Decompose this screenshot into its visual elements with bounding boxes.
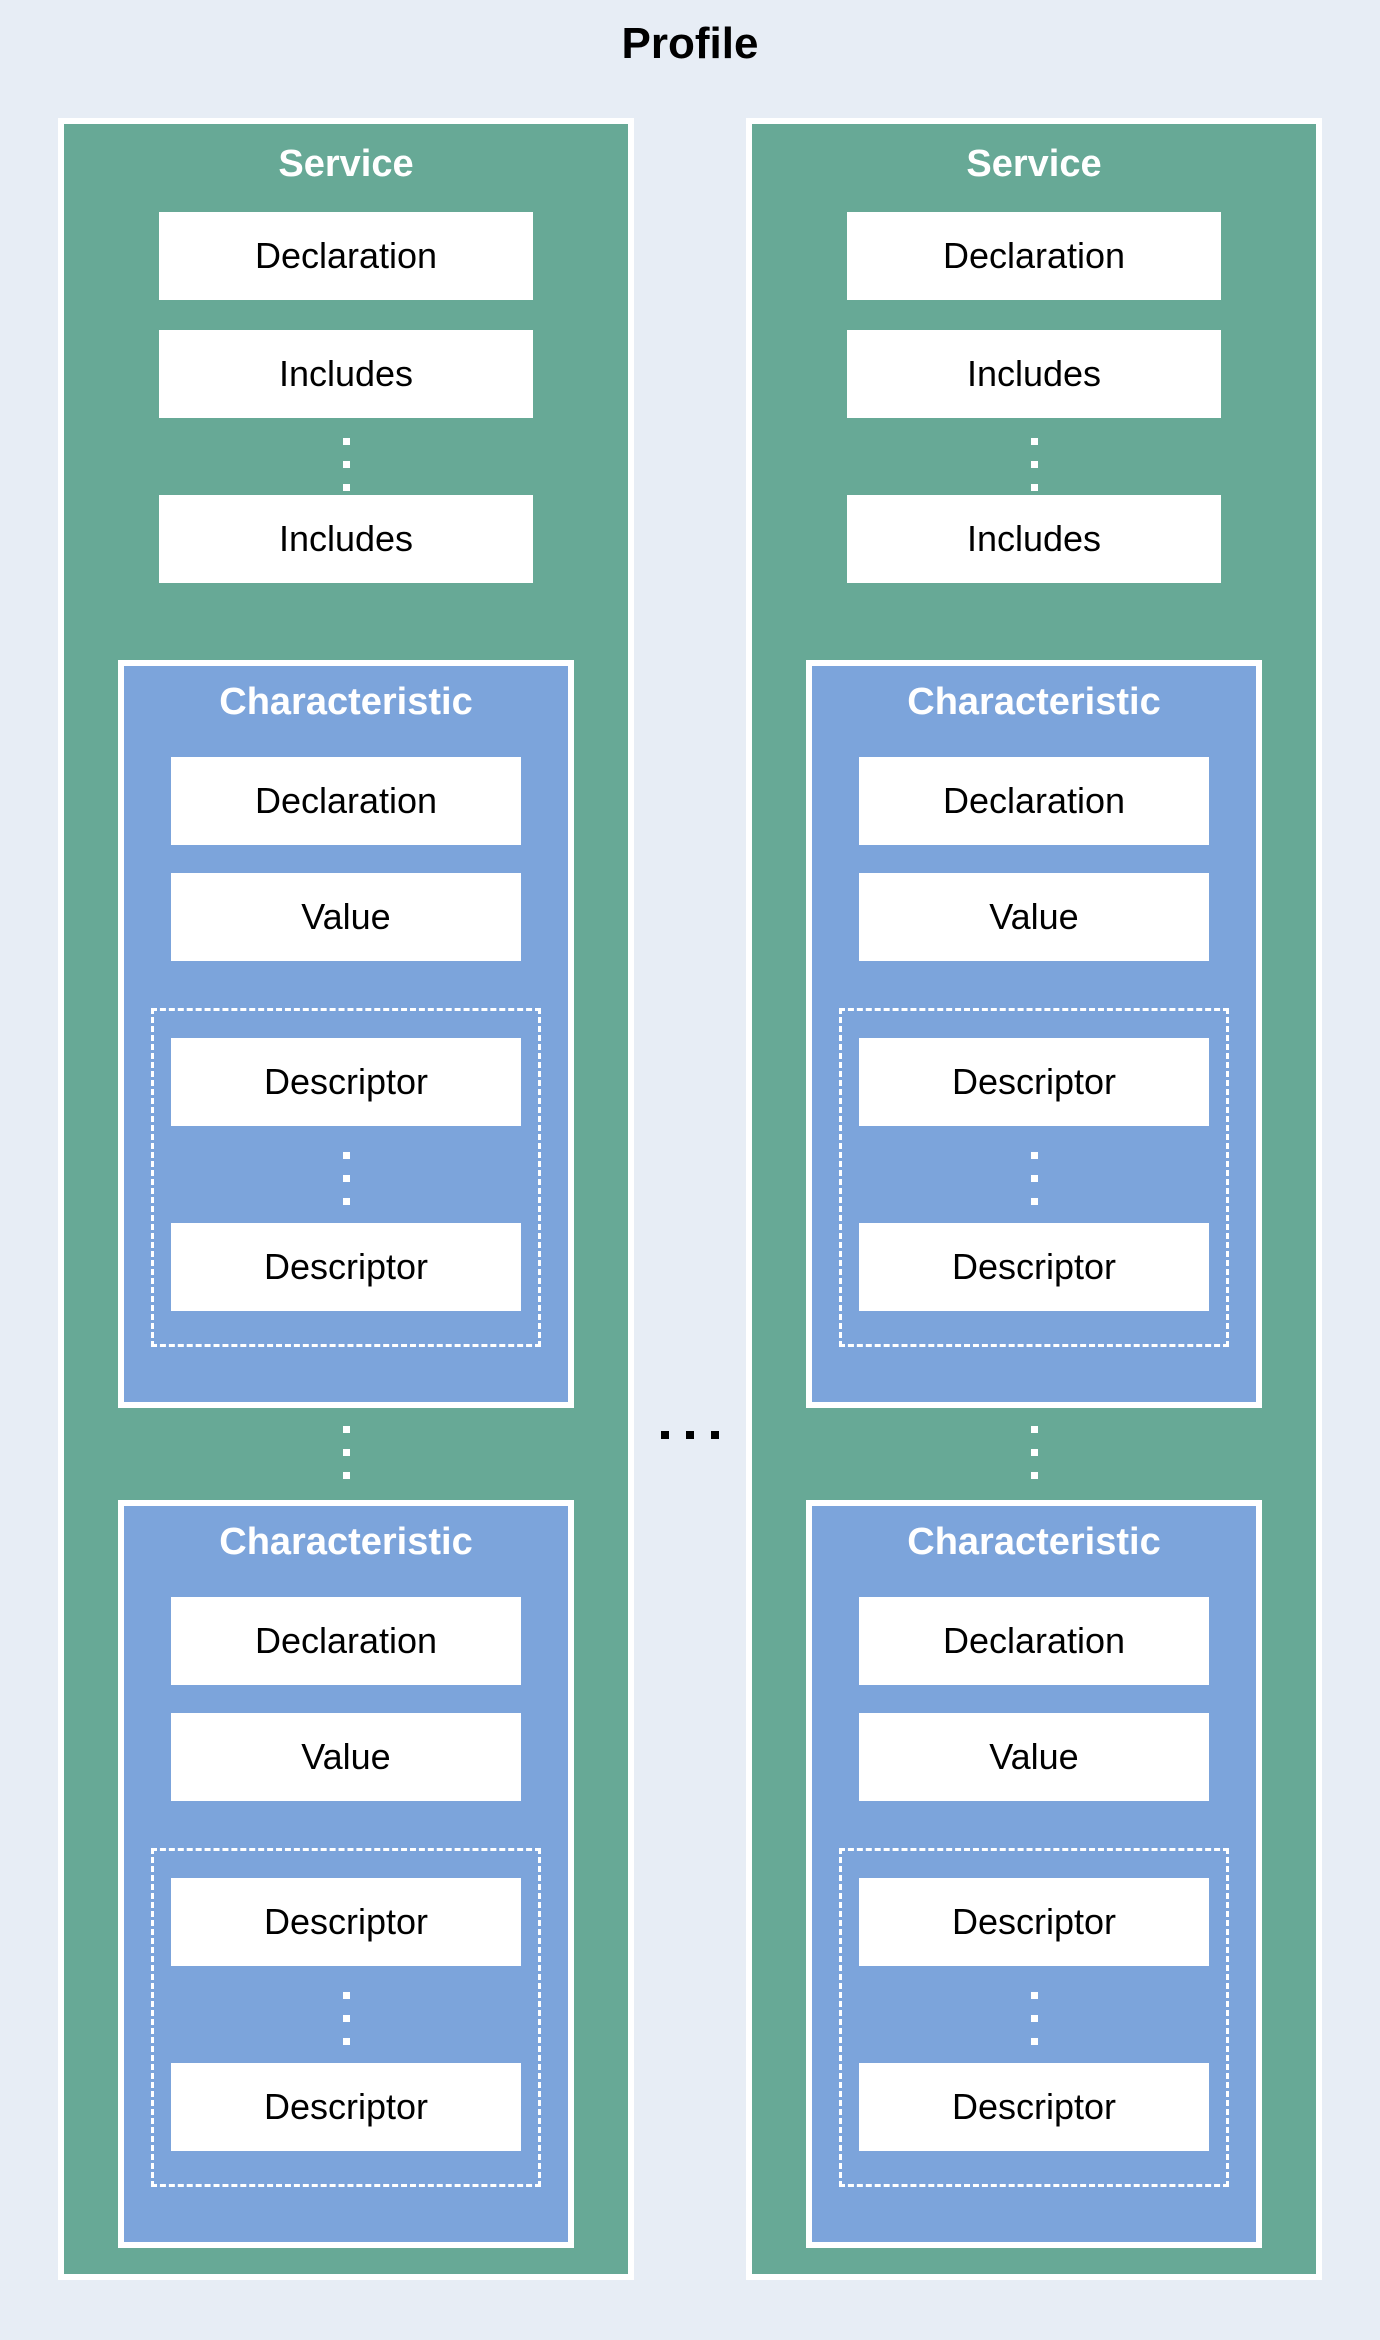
dot (1030, 461, 1038, 468)
dot (1030, 1152, 1038, 1159)
service-includes-node: Includes (159, 330, 533, 418)
characteristics-vertical-ellipsis-icon (64, 1426, 628, 1479)
descriptor-group: Descriptor Descriptor (839, 1008, 1229, 1347)
descriptor-group: Descriptor Descriptor (151, 1848, 541, 2187)
page-title: Profile (621, 19, 759, 68)
includes-vertical-ellipsis-icon (752, 438, 1316, 491)
descriptor-node: Descriptor (171, 1038, 521, 1126)
characteristic-declaration-node: Declaration (859, 757, 1209, 845)
services-horizontal-ellipsis-icon (661, 1431, 719, 1439)
dot (342, 2038, 350, 2045)
service-panel-1: Service Declaration Includes Includes Ch… (58, 118, 634, 2280)
descriptor-node: Descriptor (171, 1223, 521, 1311)
service-declaration-node: Declaration (847, 212, 1221, 300)
descriptor-node: Descriptor (171, 2063, 521, 2151)
includes-vertical-ellipsis-icon (64, 438, 628, 491)
dot (1030, 1198, 1038, 1205)
characteristic-panel: Characteristic Declaration Value Descrip… (806, 660, 1262, 1408)
dot (1030, 2015, 1038, 2022)
dot (342, 2015, 350, 2022)
dot (1030, 1472, 1038, 1479)
service-title: Service (966, 143, 1102, 185)
characteristic-panel: Characteristic Declaration Value Descrip… (118, 660, 574, 1408)
dot (342, 484, 350, 491)
characteristic-declaration-node: Declaration (171, 1597, 521, 1685)
dot (342, 1175, 350, 1182)
dot (342, 1198, 350, 1205)
service-declaration-node: Declaration (159, 212, 533, 300)
dot (711, 1431, 719, 1439)
dot (342, 1152, 350, 1159)
descriptor-node: Descriptor (859, 2063, 1209, 2151)
dot (342, 1472, 350, 1479)
characteristic-declaration-node: Declaration (859, 1597, 1209, 1685)
dot (1030, 1426, 1038, 1433)
service-panel-2: Service Declaration Includes Includes Ch… (746, 118, 1322, 2280)
characteristic-value-node: Value (859, 873, 1209, 961)
dot (661, 1431, 669, 1439)
service-includes-node: Includes (847, 495, 1221, 583)
dot (342, 1449, 350, 1456)
characteristic-title: Characteristic (907, 1521, 1161, 1563)
dot (1030, 438, 1038, 445)
dot (686, 1431, 694, 1439)
characteristic-value-node: Value (859, 1713, 1209, 1801)
descriptors-vertical-ellipsis-icon (842, 1152, 1226, 1205)
service-title: Service (278, 143, 414, 185)
descriptor-node: Descriptor (171, 1878, 521, 1966)
dot (1030, 484, 1038, 491)
characteristic-title: Characteristic (219, 681, 473, 723)
dot (342, 1426, 350, 1433)
service-includes-node: Includes (159, 495, 533, 583)
descriptor-group: Descriptor Descriptor (151, 1008, 541, 1347)
dot (1030, 2038, 1038, 2045)
characteristics-vertical-ellipsis-icon (752, 1426, 1316, 1479)
characteristic-value-node: Value (171, 873, 521, 961)
dot (1030, 1992, 1038, 1999)
service-includes-node: Includes (847, 330, 1221, 418)
characteristic-title: Characteristic (907, 681, 1161, 723)
dot (1030, 1175, 1038, 1182)
descriptor-group: Descriptor Descriptor (839, 1848, 1229, 2187)
characteristic-value-node: Value (171, 1713, 521, 1801)
dot (342, 438, 350, 445)
descriptor-node: Descriptor (859, 1223, 1209, 1311)
descriptors-vertical-ellipsis-icon (154, 1992, 538, 2045)
characteristic-declaration-node: Declaration (171, 757, 521, 845)
descriptors-vertical-ellipsis-icon (842, 1992, 1226, 2045)
dot (342, 1992, 350, 1999)
dot (1030, 1449, 1038, 1456)
descriptor-node: Descriptor (859, 1038, 1209, 1126)
dot (342, 461, 350, 468)
characteristic-panel: Characteristic Declaration Value Descrip… (806, 1500, 1262, 2248)
characteristic-panel: Characteristic Declaration Value Descrip… (118, 1500, 574, 2248)
descriptor-node: Descriptor (859, 1878, 1209, 1966)
descriptors-vertical-ellipsis-icon (154, 1152, 538, 1205)
characteristic-title: Characteristic (219, 1521, 473, 1563)
